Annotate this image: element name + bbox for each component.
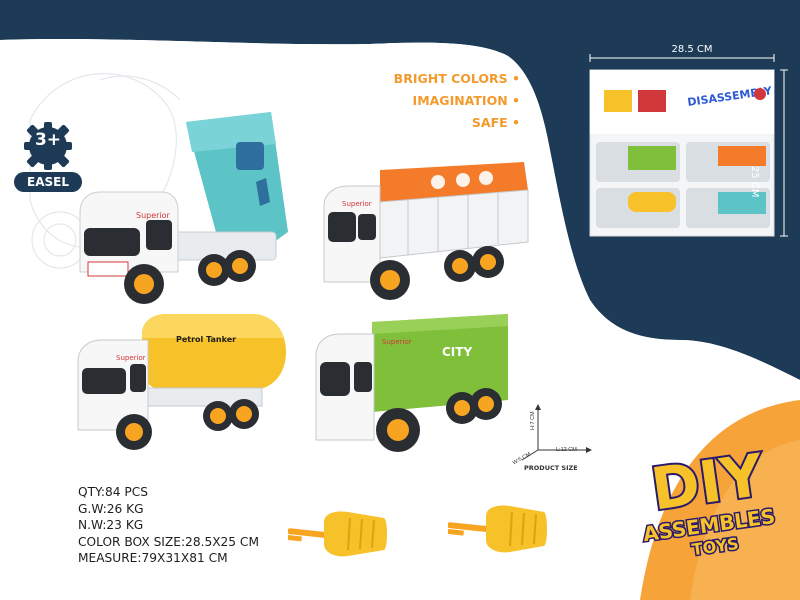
cargo-cover <box>380 162 528 202</box>
logo-diy: DIY <box>647 441 768 524</box>
wheels <box>124 250 256 304</box>
width-dimension: 28.5 CM <box>671 44 713 55</box>
package-image: DISASSEMBLY <box>589 54 788 237</box>
tanker-truck-image: Petrol Tanker Superior <box>77 314 286 450</box>
spec-box-size: COLOR BOX SIZE:28.5X25 CM <box>78 534 259 549</box>
superior-label-4: Superior <box>382 338 412 346</box>
easel-label: EASEL <box>14 172 82 192</box>
product-length: L:12 CM <box>556 447 577 453</box>
spec-measure: MEASURE:79X31X81 CM <box>78 551 228 566</box>
age-badge: 3+ EASEL <box>14 120 84 200</box>
city-label: CITY <box>442 345 472 359</box>
spec-gross-weight: G.W:26 KG <box>78 501 144 516</box>
screwdriver-icon <box>448 505 547 553</box>
age-text: 3+ <box>34 130 62 150</box>
dump-truck-image: Superior <box>79 112 288 304</box>
dump-bed <box>186 112 288 262</box>
spec-net-weight: N.W:23 KG <box>78 518 144 533</box>
screwdriver-icon <box>288 511 387 557</box>
spec-qty: QTY:84 PCS <box>78 485 148 499</box>
gear-icon <box>24 122 72 170</box>
superior-label-2: Superior <box>342 200 372 208</box>
feature-bright-colors: BRIGHT COLORS <box>380 68 520 90</box>
tanker-label: Petrol Tanker <box>176 335 236 344</box>
spec-list: QTY:84 PCS G.W:26 KG N.W:23 KG COLOR BOX… <box>78 484 259 567</box>
product-size-axes <box>521 404 592 461</box>
container <box>372 314 508 412</box>
feature-list: BRIGHT COLORS IMAGINATION SAFE <box>380 68 520 134</box>
height-dimension: 25 CM <box>749 166 760 198</box>
feature-imagination: IMAGINATION <box>380 90 520 112</box>
product-height: H:7 CM <box>530 411 536 430</box>
container-truck-image: CITY Superior <box>315 314 508 452</box>
diy-logo: DIY ASSEMBLES TOYS <box>640 440 778 561</box>
feature-safe: SAFE <box>380 112 520 134</box>
cargo-truck-image: Superior <box>323 162 529 300</box>
superior-label-3: Superior <box>116 354 146 362</box>
product-size-title: PRODUCT SIZE <box>524 464 578 472</box>
superior-label: Superior <box>136 211 171 220</box>
